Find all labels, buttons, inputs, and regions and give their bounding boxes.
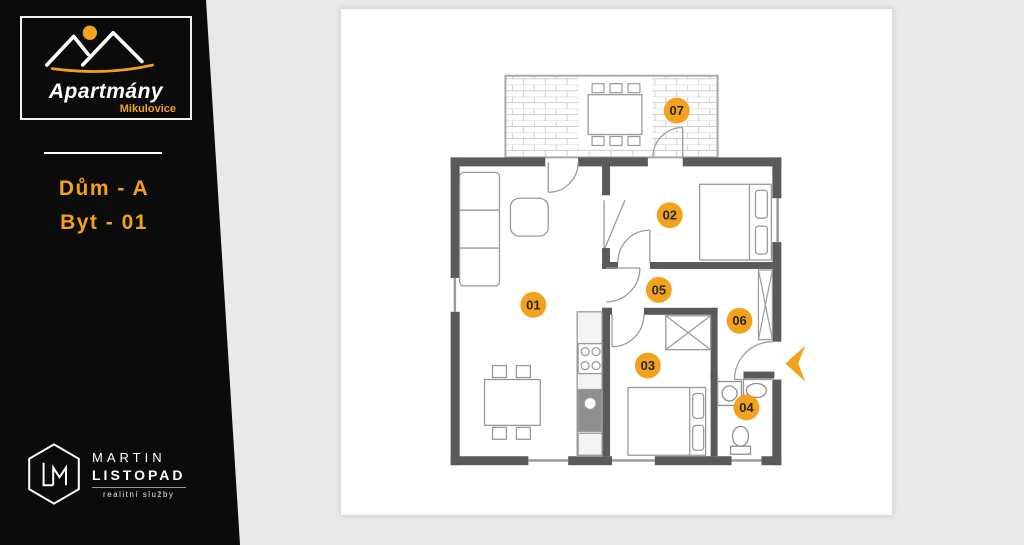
kitchen-sink-unit [577, 388, 603, 432]
apartmany-logo: Apartmány Mikulovice [20, 16, 192, 120]
coffee-table [509, 197, 549, 237]
toilet [731, 425, 750, 447]
room-badge-02 [656, 202, 683, 229]
sofa [458, 171, 501, 287]
pillow [754, 189, 769, 219]
kitchen-counter [576, 311, 603, 457]
room-badge-03 [634, 352, 661, 379]
room-badge-label: 07 [670, 103, 684, 118]
room-badge-label: 01 [526, 297, 540, 312]
door-arcs [547, 126, 773, 406]
pillow [754, 225, 769, 255]
room-badges: 01 02 03 04 05 06 07 [520, 97, 760, 421]
agency-logo: MARTIN LISTOPAD realitní služby [26, 442, 186, 506]
divider [44, 152, 162, 154]
agency-name-line2: LISTOPAD [92, 466, 186, 483]
logo-subtitle: Mikulovice [119, 103, 176, 115]
dining-table [483, 378, 541, 427]
unit-info: Dům - A Byt - 01 [0, 172, 208, 240]
room-badge-04 [733, 394, 760, 421]
entrance-arrow-icon [785, 345, 806, 382]
terrace-chairs [591, 83, 641, 147]
agency-name-line1: MARTIN [92, 449, 166, 465]
room-badge-label: 02 [663, 208, 677, 223]
agency-tagline: realitní služby [92, 486, 186, 499]
walls [450, 157, 782, 466]
room-badge-label: 04 [739, 400, 754, 415]
ml-monogram-icon [28, 443, 80, 505]
windows [453, 198, 779, 462]
living-room-furniture [458, 171, 603, 457]
bedroom-furniture [699, 183, 773, 261]
room-badge-label: 03 [641, 358, 655, 373]
room3-furniture [627, 315, 712, 456]
agency-text: MARTIN LISTOPAD realitní služby [92, 450, 186, 499]
terrace-table [587, 94, 643, 136]
room-badge-05 [645, 276, 672, 303]
sink [745, 382, 768, 399]
floorplan-panel: 01 02 03 04 05 06 07 [340, 8, 893, 516]
sidebar: Apartmány Mikulovice Dům - A Byt - 01 MA… [0, 0, 240, 545]
room-badge-label: 06 [732, 313, 746, 328]
room-badge-07 [663, 97, 690, 124]
pillow [692, 424, 705, 451]
building-label: Dům - A [58, 177, 150, 200]
room-badge-label: 05 [652, 282, 666, 297]
corridor-wardrobe [757, 269, 773, 341]
mountain-sun-icon [45, 25, 154, 73]
unit-label: Byt - 01 [60, 211, 148, 234]
floor-plan: 01 02 03 04 05 06 07 [450, 74, 806, 466]
pillow [692, 392, 705, 420]
logo-title: Apartmány [48, 80, 164, 103]
bathroom-fixtures [716, 380, 768, 455]
room-badge-01 [520, 291, 547, 318]
room-badge-06 [726, 307, 753, 334]
